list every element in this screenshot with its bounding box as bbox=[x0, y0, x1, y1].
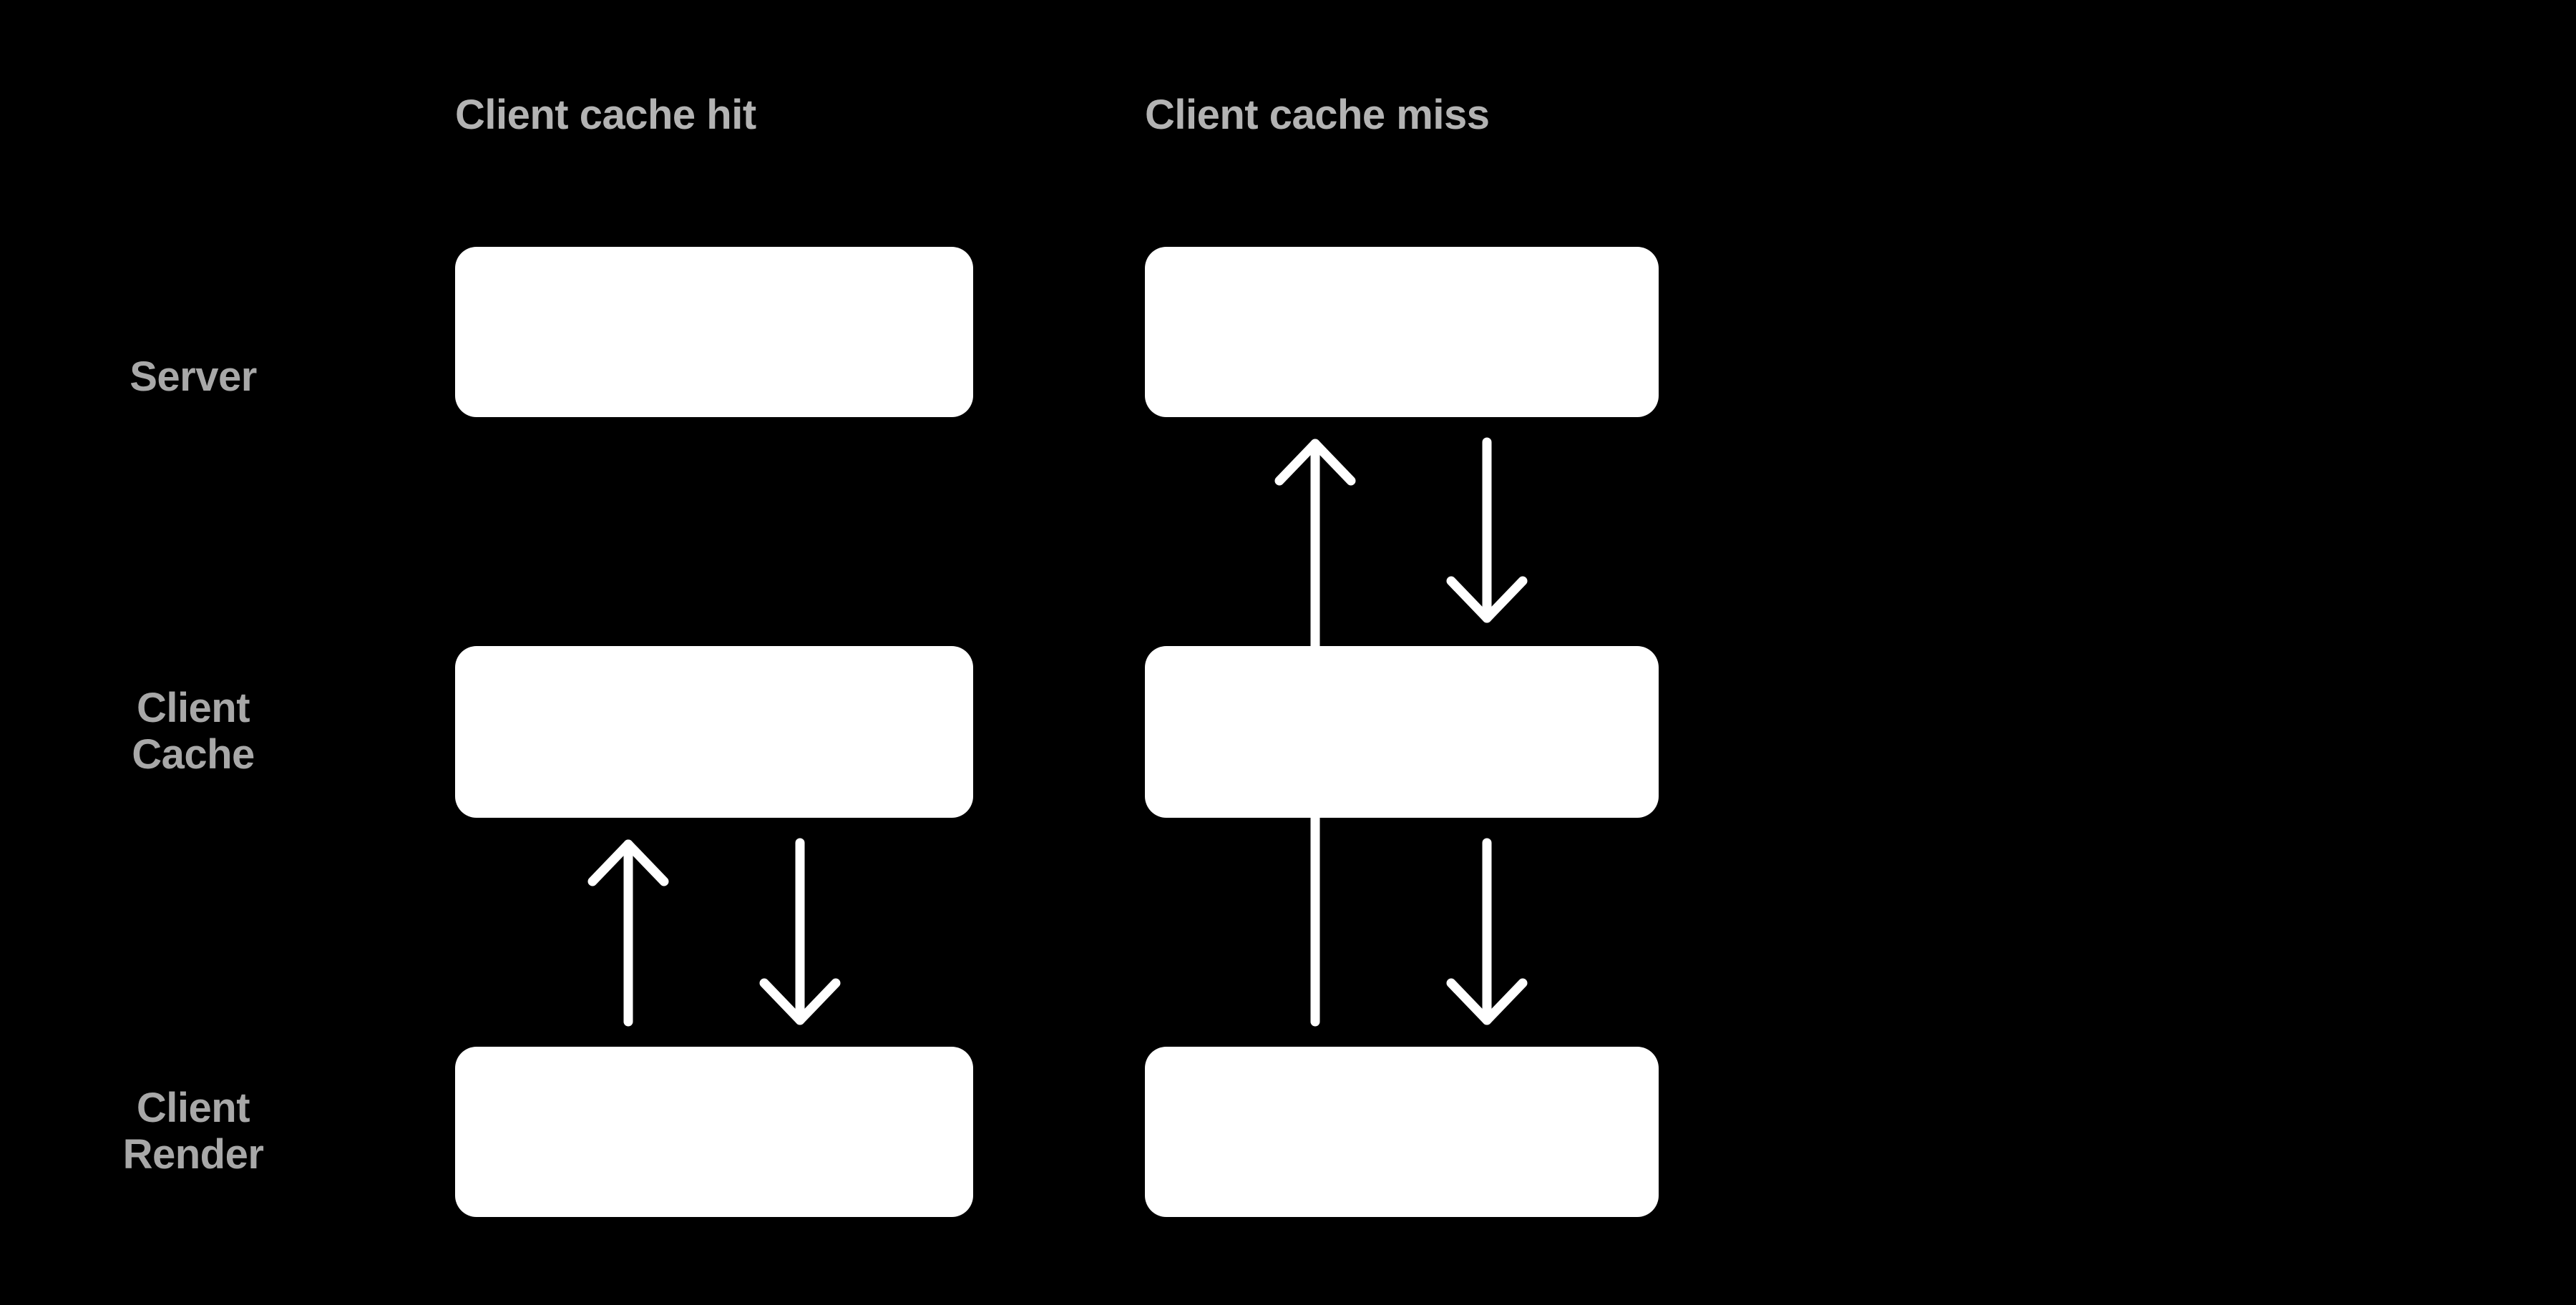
node-server-hit[interactable] bbox=[455, 247, 973, 417]
arrow-miss-server-to-cache bbox=[1446, 437, 1528, 623]
row-label-client-render: Client Render bbox=[122, 1085, 264, 1178]
node-server-miss[interactable] bbox=[1145, 247, 1659, 417]
column-header-client-cache-hit: Client cache hit bbox=[455, 92, 756, 138]
node-client-cache-hit[interactable] bbox=[455, 646, 973, 818]
arrow-miss-cache-to-render bbox=[1446, 838, 1528, 1025]
node-client-render-miss[interactable] bbox=[1145, 1047, 1659, 1217]
row-label-server: Server bbox=[130, 353, 257, 400]
column-header-client-cache-miss: Client cache miss bbox=[1145, 92, 1490, 138]
arrow-hit-cache-to-render bbox=[759, 838, 841, 1025]
node-client-render-hit[interactable] bbox=[455, 1047, 973, 1217]
node-client-cache-miss[interactable] bbox=[1145, 646, 1659, 818]
arrow-hit-render-to-cache bbox=[587, 839, 669, 1027]
row-label-client-cache: Client Cache bbox=[132, 685, 255, 778]
